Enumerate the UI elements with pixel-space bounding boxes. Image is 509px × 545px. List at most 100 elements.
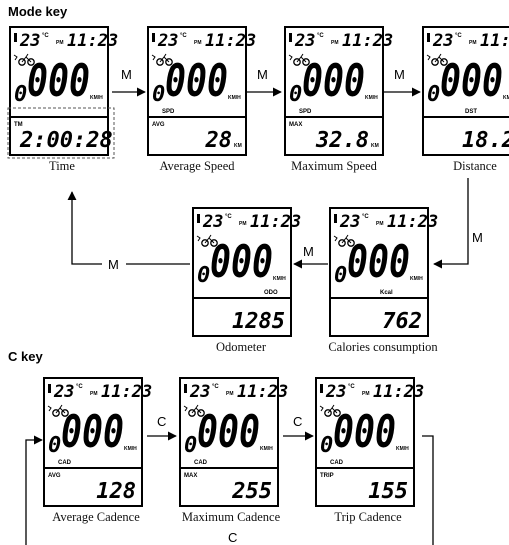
battery-icon	[14, 33, 17, 42]
bike-icon	[196, 234, 218, 247]
speed-digits: 000	[347, 237, 410, 288]
bottom-unit: KM	[234, 143, 242, 149]
temp-unit: °C	[317, 33, 324, 39]
speed-unit: KM/H	[503, 95, 509, 101]
speed-digits: 000	[165, 56, 228, 107]
bottom-value: 2:00:28	[19, 128, 113, 153]
bottom-value: 1285	[232, 309, 285, 334]
bottom-value: 32.8	[315, 128, 369, 153]
speed-digits: 000	[197, 407, 260, 458]
temperature: 23	[157, 31, 178, 51]
bike-icon	[333, 234, 355, 247]
caption-distance: Distance	[453, 159, 497, 173]
speed-prefix: 0	[427, 82, 440, 107]
mode-label: DST	[465, 109, 477, 115]
clock: 11:23	[373, 382, 424, 402]
clock: 11:23	[250, 212, 301, 232]
time-highlight-box	[7, 107, 115, 159]
speed-digits: 000	[333, 407, 396, 458]
arrow-label-m6: M	[108, 257, 119, 272]
speed-unit: KM/H	[124, 446, 137, 452]
battery-icon	[334, 214, 337, 223]
caption-time: Time	[49, 159, 75, 173]
bottom-value: 128	[96, 479, 136, 504]
temp-unit: °C	[362, 214, 369, 220]
lcd-frame	[192, 207, 292, 337]
speed-unit: KM/H	[365, 95, 378, 101]
c-key-title: C key	[8, 349, 43, 364]
mode-label: CAD	[330, 460, 344, 466]
pm-indicator: PM	[239, 221, 247, 227]
sub-label: MAX	[184, 473, 197, 479]
speed-prefix: 0	[14, 82, 27, 107]
clock: 11:23	[387, 212, 438, 232]
c-arrows: C C C	[25, 414, 434, 545]
pm-indicator: PM	[56, 40, 64, 46]
arrow-label-c1: C	[157, 414, 166, 429]
mode-key-title: Mode key	[8, 4, 68, 19]
bike-icon	[426, 53, 448, 66]
clock: 11:23	[67, 31, 118, 51]
sub-label: MAX	[289, 122, 302, 128]
speed-prefix: 0	[152, 82, 165, 107]
caption-trip-cadence: Trip Cadence	[334, 510, 402, 524]
clock: 11:23	[480, 31, 509, 51]
speed-prefix: 0	[289, 82, 302, 107]
bottom-unit: KM	[371, 143, 379, 149]
mode-label: CAD	[58, 460, 72, 466]
mode-label: Kcal	[380, 290, 393, 296]
arrow-label-m1: M	[121, 67, 132, 82]
caption-avg-cadence: Average Cadence	[52, 510, 140, 524]
mode-arrows: M M M M M M	[67, 67, 483, 272]
temperature: 23	[339, 212, 360, 232]
speed-prefix: 0	[184, 433, 197, 458]
temperature: 23	[325, 382, 346, 402]
speed-digits: 000	[61, 407, 124, 458]
pm-indicator: PM	[331, 40, 339, 46]
lcd-frame	[43, 377, 143, 507]
bike-icon	[319, 404, 341, 417]
bottom-value: 28	[205, 128, 233, 153]
speed-unit: KM/H	[273, 276, 286, 282]
bike-icon	[13, 53, 35, 66]
lcd-frame	[422, 26, 509, 156]
mode-label: CAD	[194, 460, 208, 466]
lcd-frame	[9, 26, 109, 156]
lcd-frame	[284, 26, 384, 156]
lcd-frame	[315, 377, 415, 507]
arrow-odo-to-time	[67, 191, 190, 265]
temp-unit: °C	[42, 33, 49, 39]
bottom-value: 18.2	[462, 128, 509, 153]
clock: 11:23	[101, 382, 152, 402]
sub-label: AVG	[48, 473, 61, 479]
sub-label: TRIP	[320, 473, 334, 479]
caption-odometer: Odometer	[216, 340, 267, 354]
pm-indicator: PM	[90, 391, 98, 397]
battery-icon	[197, 214, 200, 223]
pm-indicator: PM	[226, 391, 234, 397]
speed-prefix: 0	[334, 263, 347, 288]
speed-prefix: 0	[197, 263, 210, 288]
temperature: 23	[189, 382, 210, 402]
temp-unit: °C	[212, 384, 219, 390]
arrow-label-c3: C	[228, 530, 237, 545]
speed-unit: KM/H	[260, 446, 273, 452]
bike-icon	[288, 53, 310, 66]
lcd-frame	[179, 377, 279, 507]
battery-icon	[152, 33, 155, 42]
speed-digits: 000	[302, 56, 365, 107]
bottom-value: 762	[382, 309, 422, 334]
caption-calories: Calories consumption	[328, 340, 438, 354]
bottom-value: 255	[231, 479, 272, 504]
mode-label: ODO	[264, 290, 278, 296]
clock: 11:23	[342, 31, 393, 51]
temp-unit: °C	[180, 33, 187, 39]
arrow-loop-return	[25, 435, 43, 545]
